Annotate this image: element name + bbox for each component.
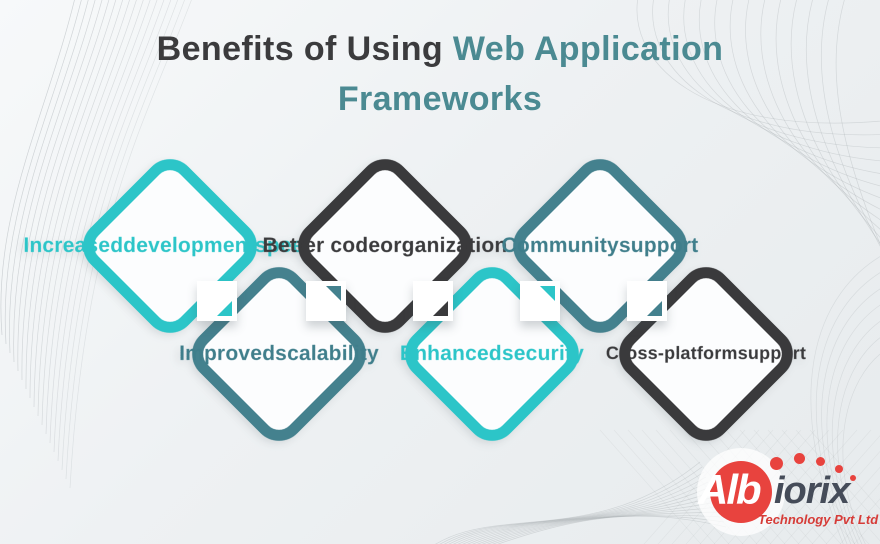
logo-text-iorix: iorix (774, 470, 850, 512)
logo-tagline: Technology Pvt Ltd (758, 512, 879, 527)
label-line: Increased (23, 234, 124, 258)
label-line: Cross-platform (605, 343, 738, 364)
fold-triangle-icon (433, 301, 448, 316)
label-line: support (737, 343, 807, 364)
title-highlight: Frameworks (337, 80, 543, 118)
fold-notch (306, 281, 346, 321)
albiorix-logo: Alb iorix Technology Pvt Ltd (686, 444, 879, 540)
logo-text-alb: Alb (698, 466, 762, 513)
fold-notch (413, 281, 453, 321)
label-line: Improved (179, 342, 276, 366)
logo-dot-icon (850, 475, 856, 481)
fold-triangle-icon (647, 301, 662, 316)
logo-dot-icon (794, 453, 805, 464)
fold-notch (197, 281, 237, 321)
fold-notch (520, 281, 560, 321)
fold-triangle-icon (326, 286, 341, 301)
fold-notch (627, 281, 667, 321)
label-line: Enhanced (399, 342, 502, 366)
logo-circle (710, 461, 772, 523)
label-line: development (123, 234, 255, 258)
title-text: Benefits of Using (156, 30, 444, 68)
label-line: Better code (262, 234, 381, 258)
label-line: organization (380, 234, 508, 258)
title-line-2: Frameworks (0, 74, 880, 124)
label-line: Community (501, 234, 619, 258)
label-line: support (618, 234, 699, 258)
label-line: scalability (275, 342, 379, 366)
label-line: security (501, 342, 585, 366)
title-highlight: Web Application (452, 30, 724, 68)
logo-dot-icon (816, 457, 825, 466)
page-title: Benefits of Using Web Application Framew… (0, 24, 880, 124)
logo-dot-icon (770, 457, 783, 470)
logo-dot-icon (835, 465, 843, 473)
fold-triangle-icon (540, 286, 555, 301)
fold-triangle-icon (217, 301, 232, 316)
title-line-1: Benefits of Using Web Application (0, 24, 880, 74)
